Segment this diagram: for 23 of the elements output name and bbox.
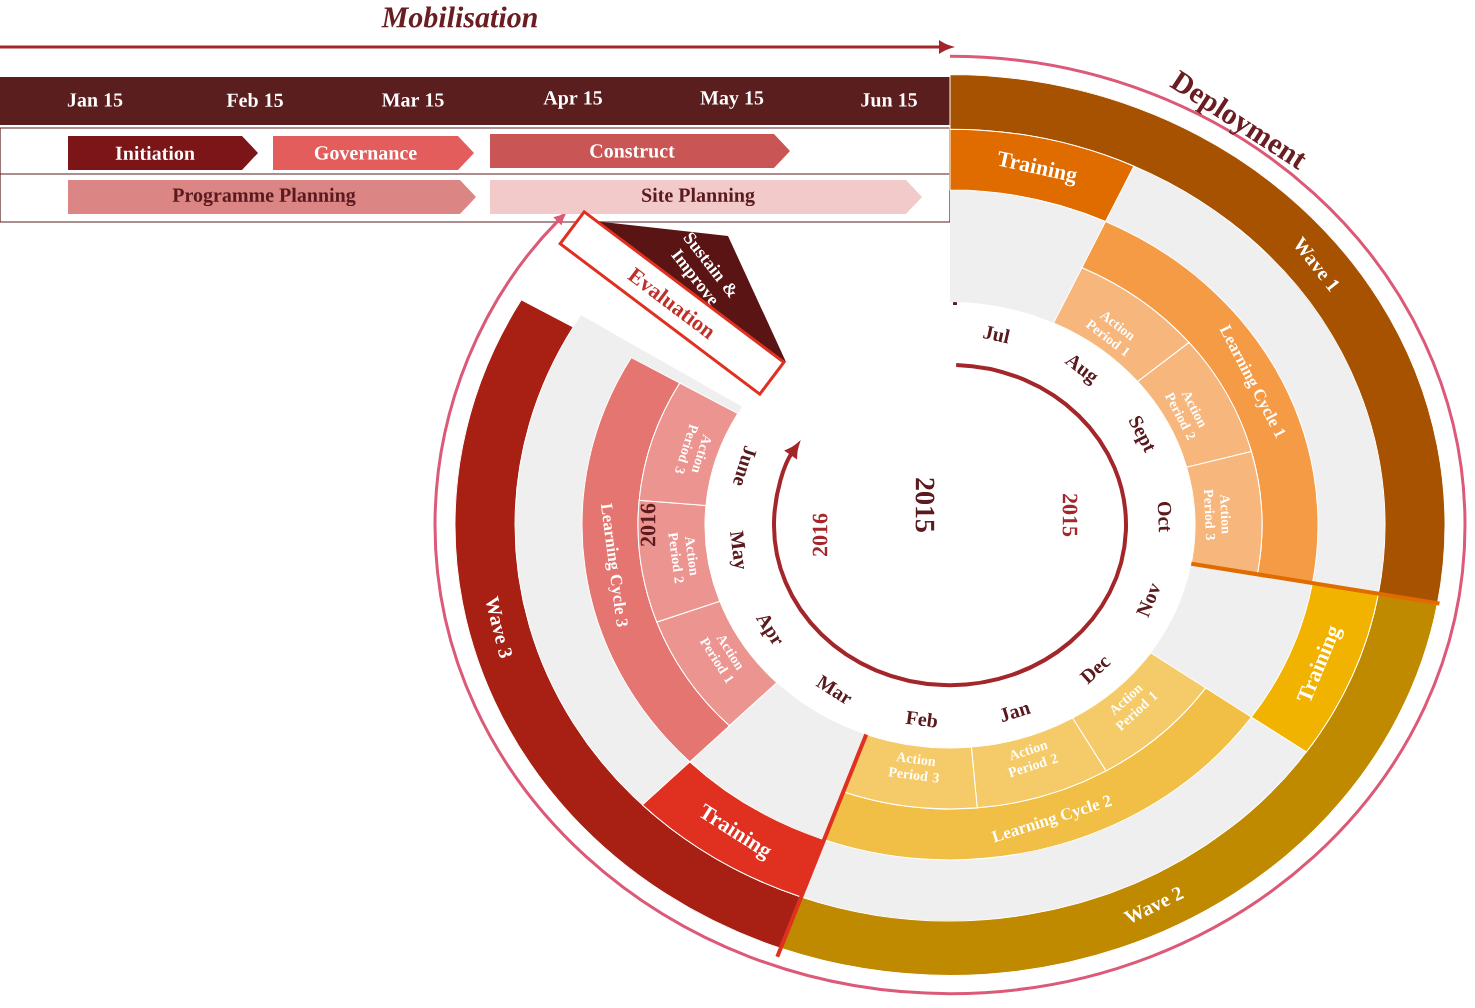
- title: Mobilisation: [381, 6, 537, 28]
- ring-segment: Action Period 3: [842, 734, 978, 810]
- phase-bar: Programme Planning: [68, 180, 476, 214]
- phase-bar: Site Planning: [490, 180, 922, 214]
- month-label: Jun 15: [861, 93, 917, 107]
- month-label: Dec: [1079, 656, 1111, 685]
- month-label: Apr 15: [543, 91, 602, 109]
- month-label: Feb: [905, 710, 937, 728]
- month-label: May 15: [700, 91, 764, 109]
- month-label: May: [729, 530, 746, 570]
- month-label: Jul: [982, 325, 1010, 344]
- year-label: 2016: [812, 513, 828, 557]
- month-label: Feb 15: [226, 92, 283, 107]
- phase-bar: Construct: [490, 134, 790, 168]
- year-label: 2015: [1062, 493, 1078, 537]
- month-label: Jan 15: [67, 93, 123, 107]
- year-label: 2015: [915, 478, 935, 532]
- ring-segment: Training: [949, 128, 1135, 222]
- ring-segment: Action Period 3: [1186, 451, 1263, 575]
- month-label: Oct: [1157, 501, 1172, 533]
- phase-bar: Initiation: [68, 136, 258, 170]
- phase-bar: Governance: [273, 136, 474, 170]
- month-label: Mar 15: [382, 93, 444, 107]
